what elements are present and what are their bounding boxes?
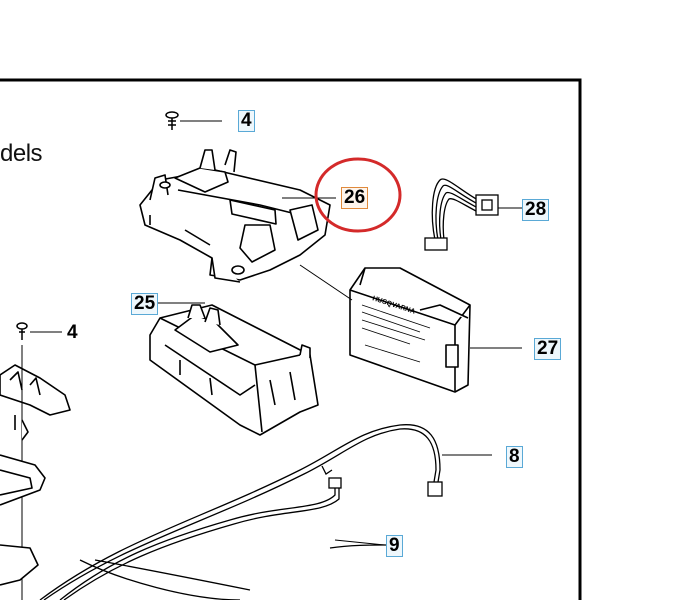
callout-4-left: 4	[67, 322, 78, 343]
leader-27-to-26	[299, 264, 353, 301]
callout-27: 27	[534, 338, 562, 360]
callout-26: 26	[341, 187, 369, 209]
screw-part-top	[165, 111, 179, 130]
callout-9: 9	[386, 535, 403, 557]
callout-4-top: 4	[238, 110, 255, 132]
callout-8: 8	[506, 446, 523, 468]
screw-part-left	[16, 322, 28, 340]
battery-pack-part	[349, 267, 471, 393]
diagram-frame	[0, 78, 582, 600]
callout-25: 25	[131, 293, 159, 315]
wire-part-9	[59, 477, 391, 600]
leader-9	[334, 539, 386, 546]
page-heading-fragment: dels	[0, 140, 43, 167]
battery-tray-part	[149, 304, 319, 436]
callout-28: 28	[522, 199, 550, 221]
highlight-circle	[314, 157, 402, 233]
battery-bracket-part	[139, 149, 331, 283]
wire-part-8	[39, 424, 443, 600]
chassis-partial	[0, 345, 71, 600]
cable-harness-part	[424, 178, 499, 251]
